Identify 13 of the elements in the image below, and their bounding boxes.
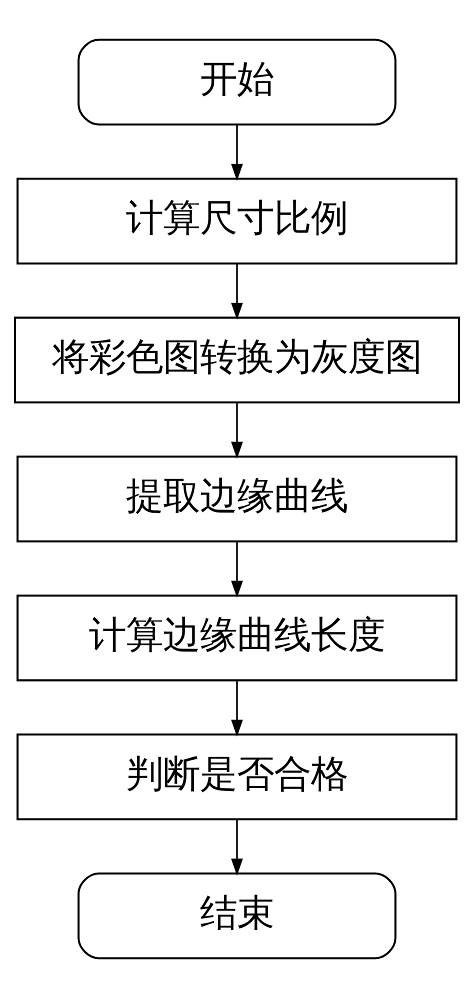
arrow — [231, 263, 243, 320]
arrow — [231, 541, 243, 598]
node-box: 结束 — [78, 872, 396, 960]
node-box: 判断是否合格 — [16, 734, 458, 820]
node-box: 将彩色图转换为灰度图 — [14, 316, 460, 404]
node-box: 开始 — [78, 38, 396, 126]
arrow — [231, 402, 243, 459]
arrow — [231, 819, 243, 876]
arrow — [231, 124, 243, 181]
node-box: 提取边缘曲线 — [16, 456, 458, 542]
arrow — [231, 680, 243, 737]
node-box: 计算尺寸比例 — [16, 178, 458, 264]
node-box: 计算边缘曲线长度 — [16, 594, 458, 682]
